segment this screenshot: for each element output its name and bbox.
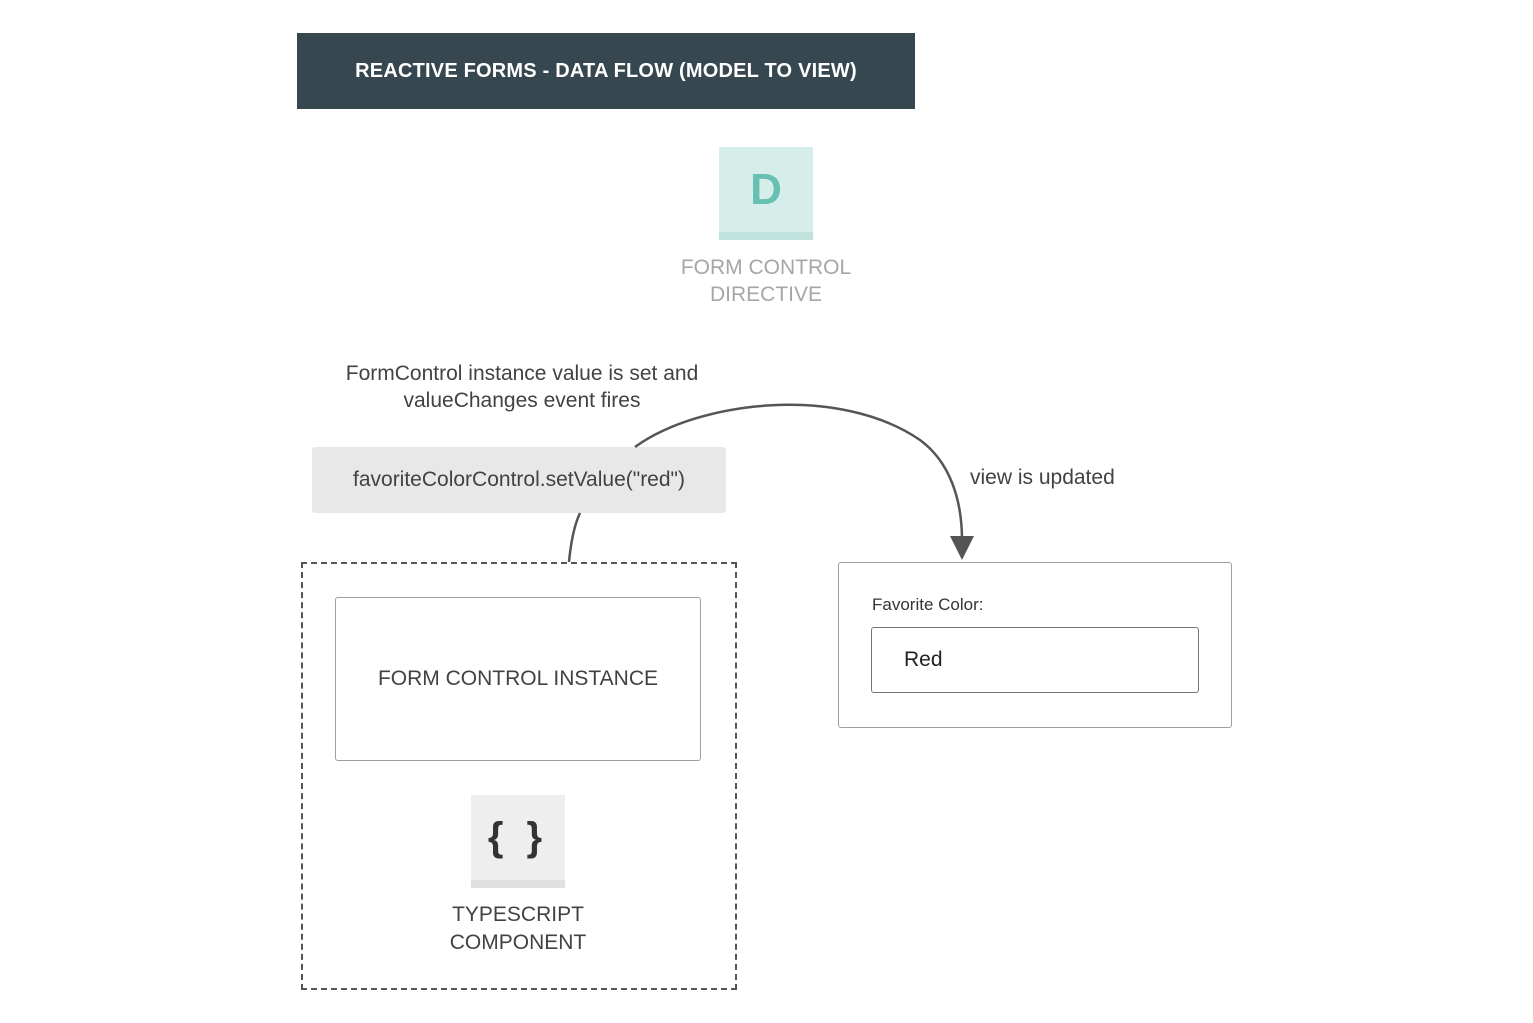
directive-d-icon: D: [719, 147, 813, 240]
favorite-color-input[interactable]: [871, 627, 1199, 693]
typescript-component-container: [301, 562, 737, 990]
directive-icon-letter: D: [750, 164, 782, 214]
form-control-instance-box: FORM CONTROL INSTANCE: [335, 597, 701, 761]
diagram-title: REACTIVE FORMS - DATA FLOW (MODEL TO VIE…: [297, 33, 915, 109]
flow-arrow-tail: [567, 512, 582, 563]
typescript-braces-icon: { }: [471, 795, 565, 888]
view-updated-annotation: view is updated: [970, 466, 1115, 489]
set-value-code: favoriteColorControl.setValue("red"): [312, 447, 726, 513]
favorite-color-label: Favorite Color:: [872, 595, 984, 614]
set-value-annotation: FormControl instance value is set and va…: [345, 362, 699, 412]
braces-glyph: { }: [487, 815, 549, 859]
directive-caption: FORM CONTROL DIRECTIVE: [680, 256, 852, 306]
flow-arrowhead: [950, 536, 974, 560]
typescript-component-caption: TYPESCRIPT COMPONENT: [449, 903, 587, 954]
